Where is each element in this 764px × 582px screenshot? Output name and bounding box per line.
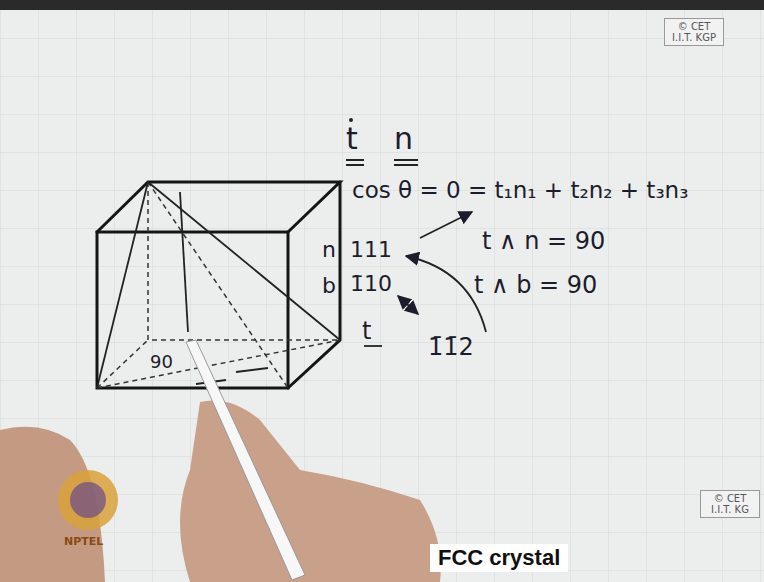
watermark: © CET I.I.T. KG — [700, 490, 760, 518]
equation: cos θ = 0 = t₁n₁ + t₂n₂ + t₃n₃ — [352, 178, 688, 203]
miller-index: 111 — [350, 238, 392, 262]
watermark: © CET I.I.T. KGP — [664, 18, 724, 46]
axis-letter: n — [322, 238, 336, 262]
miller-index: 1̄1̄2 — [428, 334, 474, 360]
vector-symbol: t — [346, 122, 358, 155]
miller-index: 1̄10 — [350, 272, 392, 296]
vector-symbol: n — [394, 122, 413, 155]
logo-text: NPTEL — [64, 536, 103, 548]
angle-relation: t ∧ n = 90 — [482, 228, 605, 254]
angle-mark: 90 — [150, 352, 173, 372]
caption: FCC crystal — [430, 544, 568, 572]
vector-symbol: t — [362, 318, 371, 344]
angle-relation: t ∧ b = 90 — [474, 272, 597, 298]
axis-letter: b — [322, 274, 336, 298]
